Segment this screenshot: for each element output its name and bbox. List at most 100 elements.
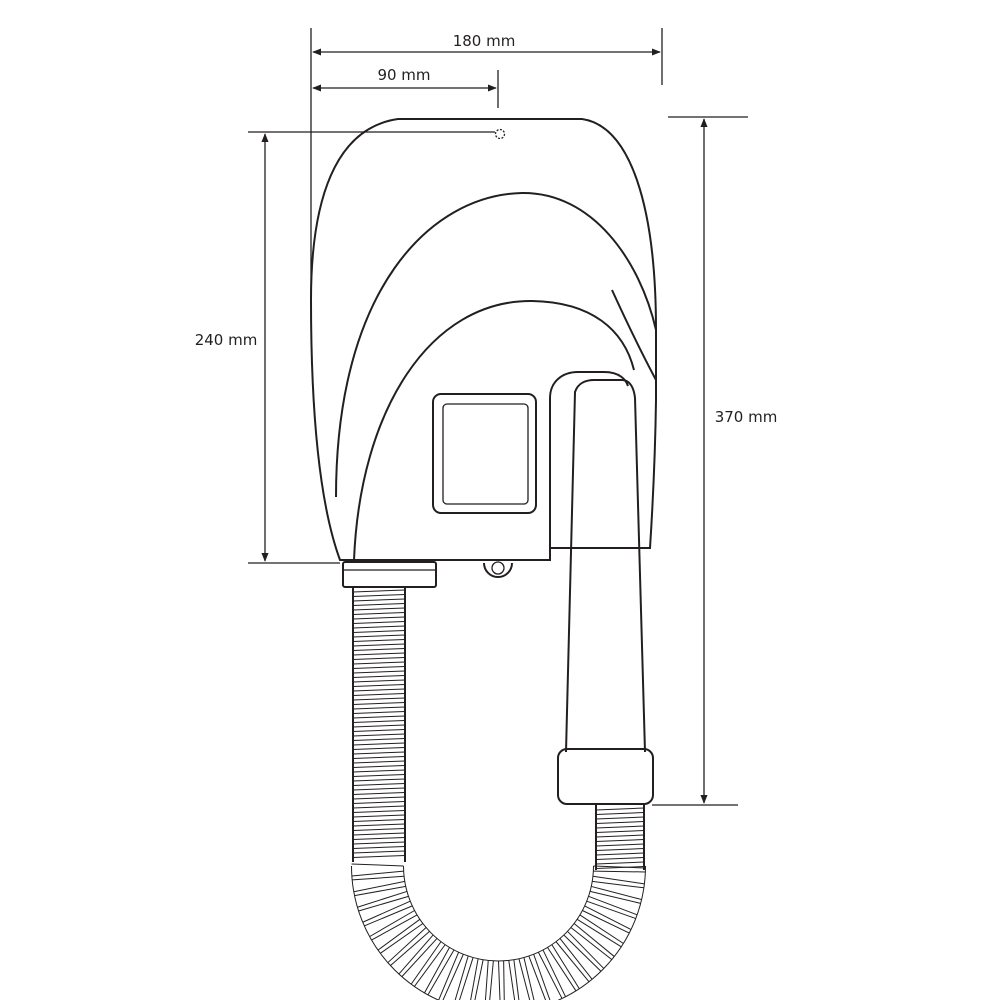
dimension-240mm: 240 mm <box>195 131 495 564</box>
hose-rib <box>352 733 406 737</box>
hose-rib <box>458 957 474 1000</box>
hose-rib <box>352 630 406 633</box>
hose-rib <box>352 594 406 597</box>
hose-rib <box>454 955 469 1000</box>
label-total-width: 180 mm <box>453 32 516 50</box>
hose-rib <box>352 751 406 755</box>
hose-rib <box>352 810 406 813</box>
dimension-90mm: 90 mm <box>312 66 499 108</box>
hose-rib <box>595 812 645 815</box>
hose-rib <box>570 927 613 961</box>
hose-rib <box>595 852 645 856</box>
hose-rib <box>352 837 406 840</box>
hose-rib <box>595 830 645 833</box>
housing-upper-curve <box>335 191 657 498</box>
hose-rib <box>362 900 411 923</box>
hose-rib <box>518 958 531 1000</box>
hanger-knob-icon <box>483 562 513 578</box>
hose-rib <box>595 821 645 824</box>
hose-rib <box>352 875 405 881</box>
hose-rib <box>352 625 406 629</box>
hose-rib <box>352 828 406 831</box>
hose-rib <box>595 848 645 851</box>
hose-rib <box>352 616 406 620</box>
hose-rib <box>352 697 406 701</box>
hose-rib <box>401 938 438 978</box>
hose-rib <box>352 702 406 705</box>
hose-rib <box>584 905 632 930</box>
hose-rib <box>503 960 505 1000</box>
hose-rib <box>595 807 645 811</box>
hose-rib <box>427 949 455 996</box>
hose-bend-edge <box>403 865 594 962</box>
hose-rib <box>352 598 406 602</box>
hose-rib <box>593 870 646 873</box>
dimension-180mm: 180 mm <box>310 28 663 300</box>
hose-rib <box>369 910 415 938</box>
housing-lower-curve <box>353 299 635 561</box>
hose-rib <box>484 960 489 1000</box>
hose-rib <box>387 927 427 964</box>
flexible-hose <box>351 588 646 1000</box>
hose-rib <box>352 675 406 678</box>
hose-rib <box>379 923 424 954</box>
hose-rib <box>351 863 404 867</box>
hose-rib <box>377 918 421 951</box>
hose-ribs <box>351 589 646 1000</box>
hose-rib <box>352 769 406 773</box>
hose-rib <box>595 825 645 829</box>
hose-rib <box>352 693 406 696</box>
switch-face <box>442 403 529 505</box>
hose-rib <box>442 954 464 1000</box>
hose-rib <box>588 895 638 916</box>
hose-rib <box>352 648 406 651</box>
hose-rib <box>352 792 406 795</box>
hose-rib <box>352 742 406 746</box>
hose-rib <box>352 684 406 687</box>
hose-rib <box>352 805 406 809</box>
hose-rib <box>352 661 406 665</box>
handle-grip-cuff <box>557 748 654 805</box>
hose-rib <box>371 914 418 941</box>
handle-socket <box>549 371 629 548</box>
mounting-hole-icon <box>494 128 506 140</box>
hose-rib <box>352 652 406 656</box>
hose-rib <box>398 934 434 975</box>
hose-rib <box>489 960 494 1000</box>
hose-rib <box>364 905 413 927</box>
hose-rib <box>353 880 405 893</box>
hose-rib <box>413 944 446 987</box>
hose-rib <box>542 949 567 998</box>
hose-rib <box>593 865 646 869</box>
hose-rib <box>579 914 624 944</box>
dryer-handle <box>557 379 654 805</box>
label-body-height: 240 mm <box>195 331 258 349</box>
hose-rib <box>595 816 645 820</box>
hose-rib <box>589 890 641 904</box>
hose-rib <box>352 801 406 804</box>
hose-rib <box>357 890 408 908</box>
hose-bend-edge <box>351 865 646 1000</box>
hose-rib <box>352 760 406 764</box>
housing-outline <box>309 118 657 561</box>
hose-rib <box>352 688 406 692</box>
hose-rib <box>352 841 406 845</box>
hose-rib <box>410 941 442 985</box>
hose-rib <box>352 720 406 723</box>
hose-rib <box>352 819 406 822</box>
hose-rib <box>533 954 551 1000</box>
hose-rib <box>592 875 645 885</box>
hose-rib <box>474 959 484 1000</box>
hose-rib <box>537 951 563 999</box>
hose-rib <box>595 843 645 847</box>
hose-rib <box>351 870 404 877</box>
hose-rib <box>352 738 406 741</box>
hose-rib <box>438 952 460 1000</box>
hose-rib <box>528 955 547 1000</box>
hose-rib <box>352 639 406 642</box>
hose-rib <box>352 729 406 732</box>
hose-rib <box>595 834 645 838</box>
dimension-370mm: 370 mm <box>652 116 777 806</box>
hose-rib <box>573 923 615 957</box>
hose-rib <box>358 895 409 912</box>
